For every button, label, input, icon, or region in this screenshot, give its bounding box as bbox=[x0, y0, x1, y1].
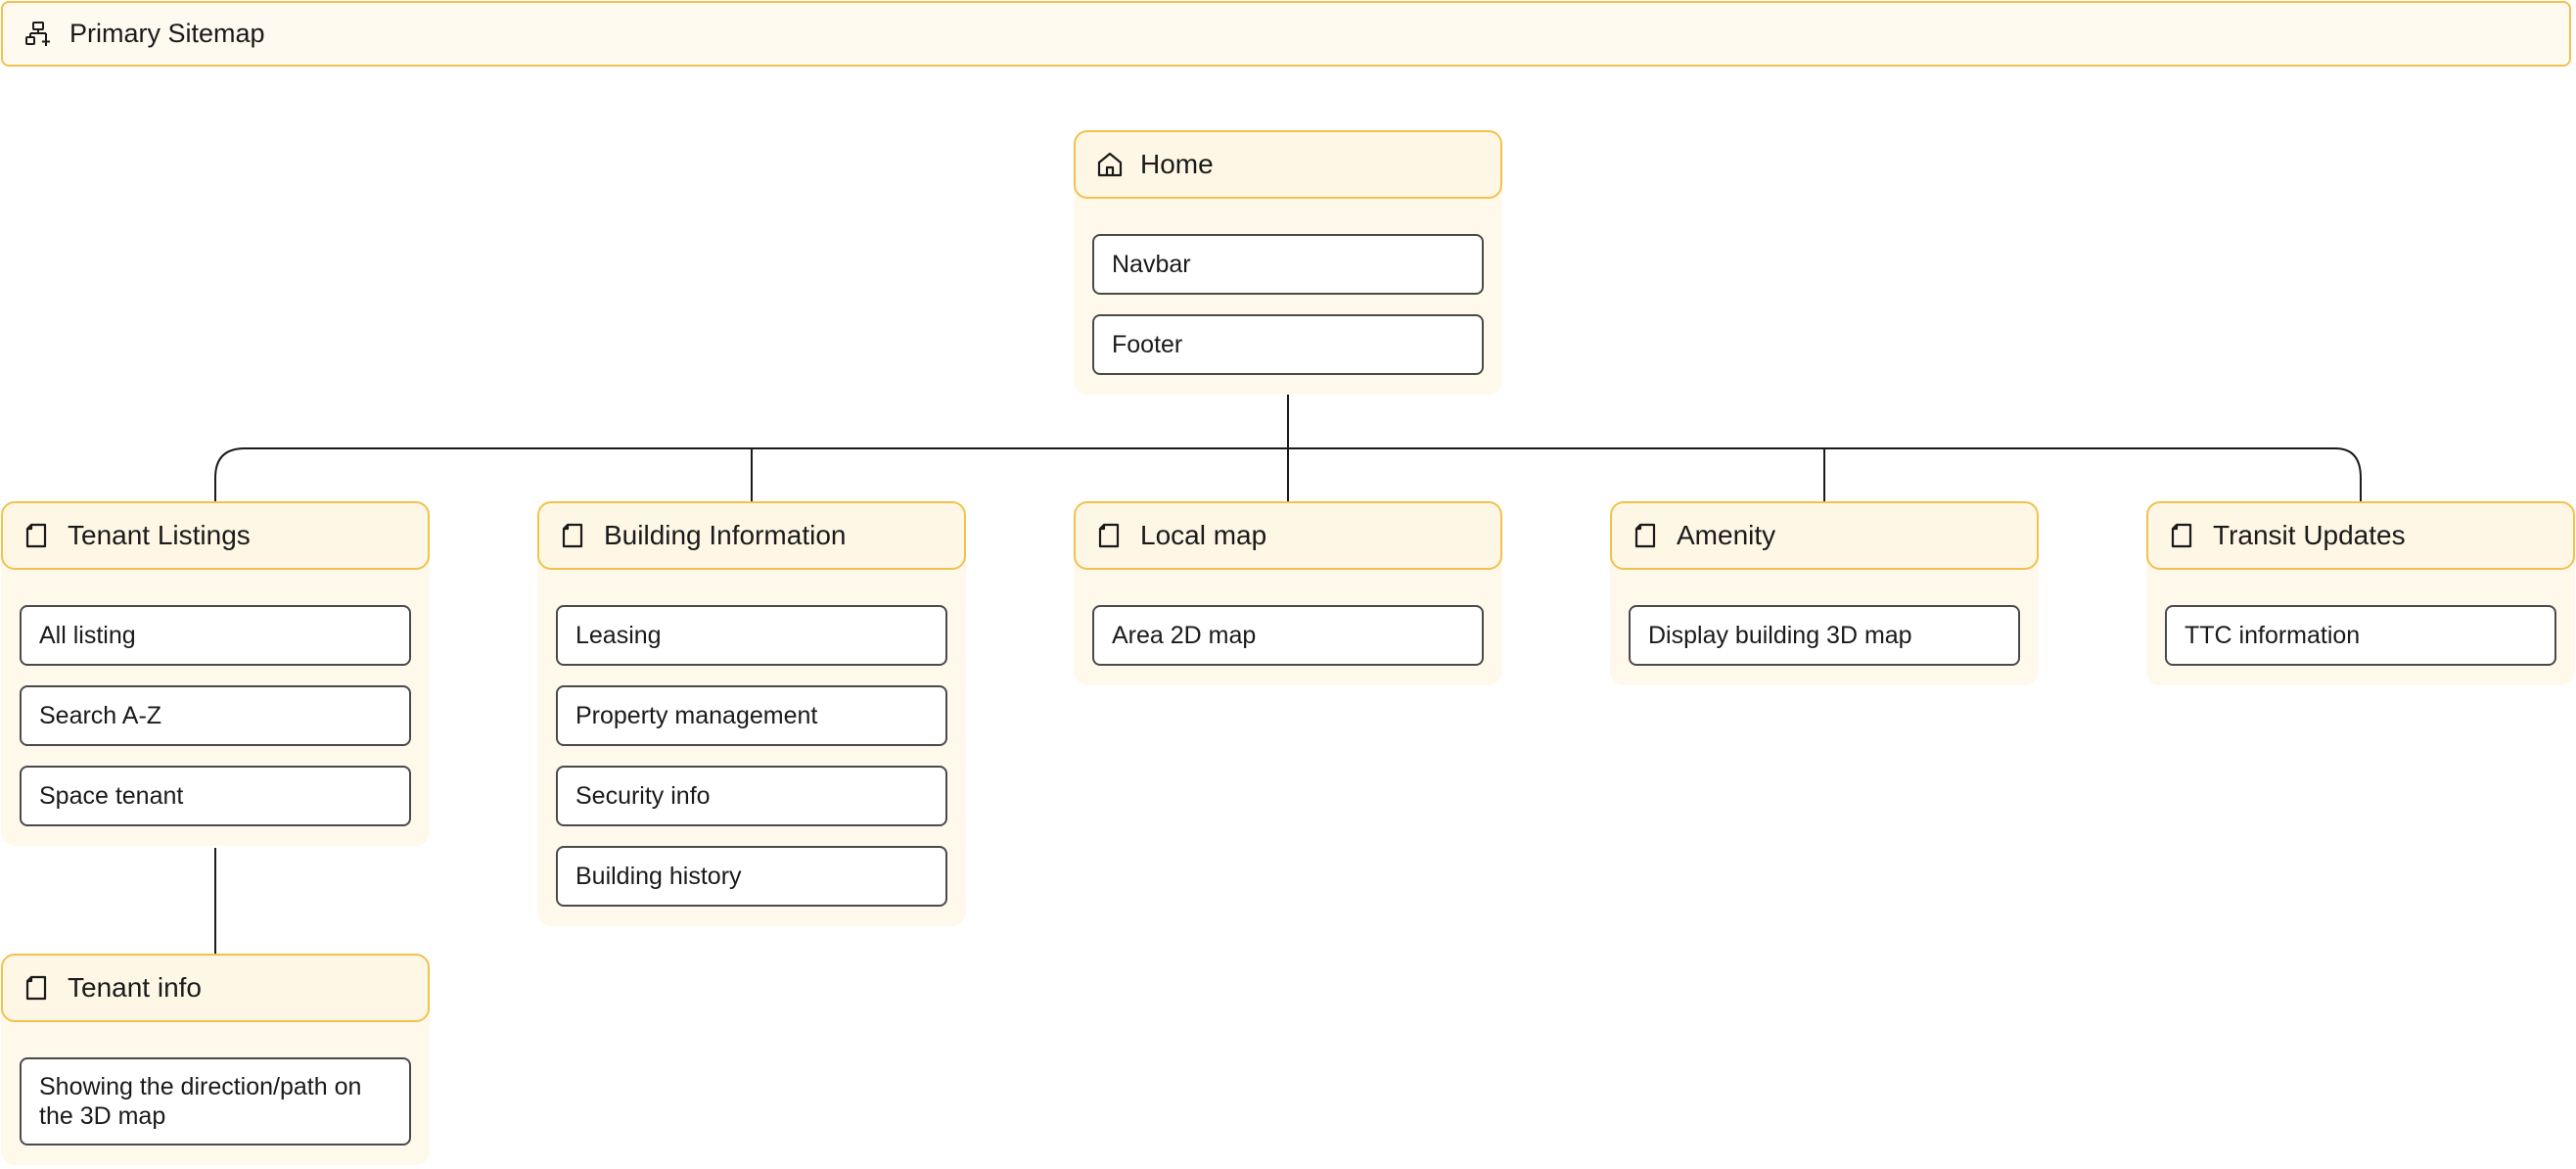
page-item-space-tenant[interactable]: Space tenant bbox=[20, 766, 411, 826]
node-items: Navbar Footer bbox=[1074, 199, 1502, 375]
node-items: All listing Search A-Z Space tenant bbox=[1, 570, 430, 826]
page-item-area-2d-map[interactable]: Area 2D map bbox=[1092, 605, 1484, 666]
home-group: Home Navbar Footer bbox=[1074, 130, 1502, 395]
node-title: Transit Updates bbox=[2213, 520, 2406, 550]
connector-tenant-listings bbox=[214, 447, 246, 501]
page-item-search-a-z[interactable]: Search A-Z bbox=[20, 685, 411, 746]
page-icon bbox=[1632, 521, 1661, 550]
tenant-listings-node[interactable]: Tenant Listings bbox=[1, 501, 430, 570]
home-node[interactable]: Home bbox=[1074, 130, 1502, 199]
page-icon bbox=[559, 521, 588, 550]
node-items: Leasing Property management Security inf… bbox=[537, 570, 966, 907]
node-items: Showing the direction/path on the 3D map bbox=[1, 1022, 430, 1146]
page-item-ttc-information[interactable]: TTC information bbox=[2165, 605, 2556, 666]
tenant-info-group: Tenant info Showing the direction/path o… bbox=[1, 954, 430, 1165]
page-icon bbox=[23, 521, 52, 550]
page-item-property-management[interactable]: Property management bbox=[556, 685, 947, 746]
page-icon bbox=[2168, 521, 2197, 550]
transit-updates-node[interactable]: Transit Updates bbox=[2146, 501, 2575, 570]
page-item-direction-path-3d-map[interactable]: Showing the direction/path on the 3D map bbox=[20, 1057, 411, 1146]
transit-updates-group: Transit Updates TTC information bbox=[2146, 501, 2575, 685]
local-map-node[interactable]: Local map bbox=[1074, 501, 1502, 570]
node-title: Tenant info bbox=[68, 972, 202, 1003]
page-item-footer[interactable]: Footer bbox=[1092, 314, 1484, 375]
tenant-listings-group: Tenant Listings All listing Search A-Z S… bbox=[1, 501, 430, 846]
amenity-group: Amenity Display building 3D map bbox=[1610, 501, 2039, 685]
node-items: TTC information bbox=[2146, 570, 2575, 666]
node-title: Building Information bbox=[604, 520, 847, 550]
local-map-group: Local map Area 2D map bbox=[1074, 501, 1502, 685]
node-items: Display building 3D map bbox=[1610, 570, 2039, 666]
page-item-navbar[interactable]: Navbar bbox=[1092, 234, 1484, 295]
building-information-node[interactable]: Building Information bbox=[537, 501, 966, 570]
node-title: Local map bbox=[1140, 520, 1267, 550]
connector-transit-updates bbox=[2334, 447, 2362, 501]
page-item-leasing[interactable]: Leasing bbox=[556, 605, 947, 666]
building-information-group: Building Information Leasing Property ma… bbox=[537, 501, 966, 926]
node-title: Home bbox=[1140, 149, 1214, 179]
node-items: Area 2D map bbox=[1074, 570, 1502, 666]
page-title: Primary Sitemap bbox=[69, 19, 265, 48]
home-icon bbox=[1095, 150, 1125, 179]
node-title: Tenant Listings bbox=[68, 520, 251, 550]
sitemap-header: Primary Sitemap bbox=[1, 1, 2571, 67]
sitemap-icon bbox=[24, 21, 52, 48]
tenant-info-node[interactable]: Tenant info bbox=[1, 954, 430, 1022]
page-item-building-history[interactable]: Building history bbox=[556, 846, 947, 907]
node-title: Amenity bbox=[1677, 520, 1776, 550]
page-item-all-listing[interactable]: All listing bbox=[20, 605, 411, 666]
amenity-node[interactable]: Amenity bbox=[1610, 501, 2039, 570]
page-item-display-building-3d-map[interactable]: Display building 3D map bbox=[1629, 605, 2020, 666]
page-icon bbox=[1095, 521, 1125, 550]
page-icon bbox=[23, 973, 52, 1003]
page-item-security-info[interactable]: Security info bbox=[556, 766, 947, 826]
